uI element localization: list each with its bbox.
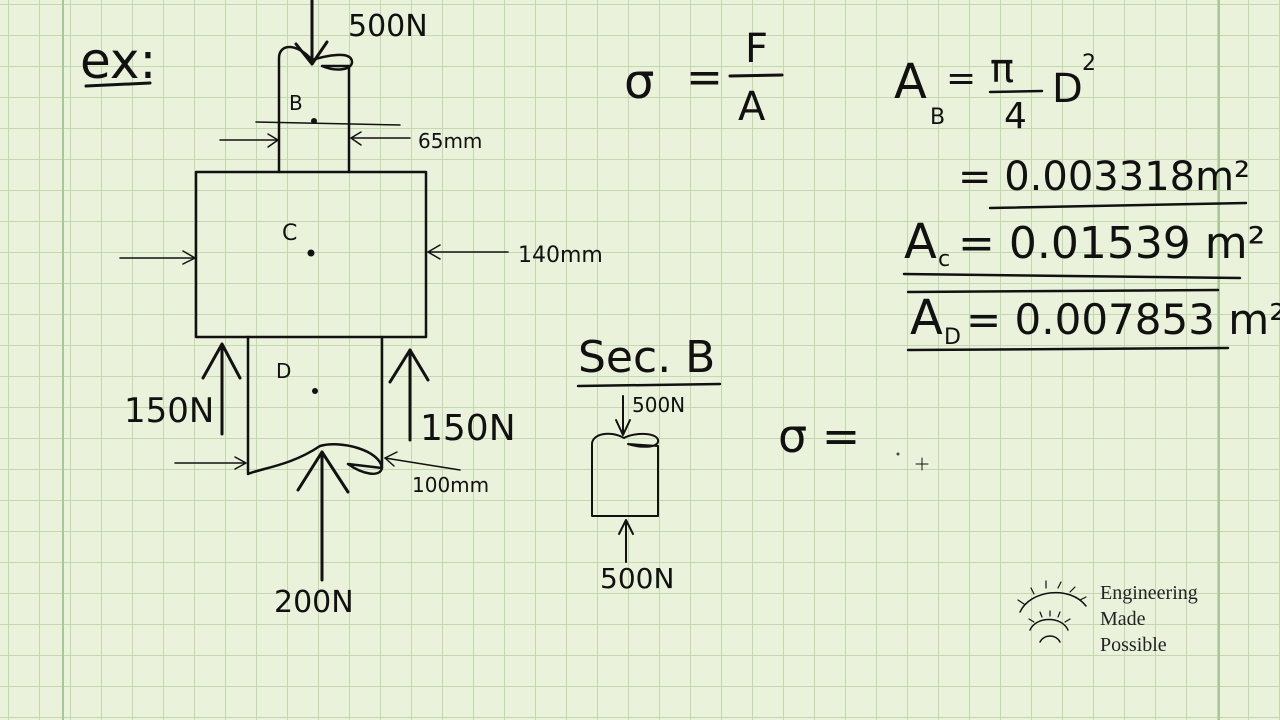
section-b-bottom-head: [618, 519, 634, 535]
area-b-equals: =: [946, 58, 976, 99]
area-b-value: = 0.003318m²: [958, 154, 1250, 200]
dim-c-right-head: [427, 244, 441, 260]
dim-d-right-arrow: [384, 457, 461, 471]
section-b-top-head: [615, 419, 631, 436]
section-b-top-load: 500N: [632, 393, 685, 417]
area-b-symbol: A: [894, 54, 927, 110]
dim-d-right-head: [384, 451, 398, 467]
area-c-underline: [902, 272, 1242, 280]
stress-fraction-bar: [728, 73, 784, 78]
area-d-underline: [906, 346, 1230, 352]
bottom-force-arrow-head: [296, 450, 350, 494]
top-load-label: 500N: [348, 9, 428, 44]
right-force-arrow-head: [388, 348, 430, 384]
dim-b-left-head: [267, 133, 279, 148]
section-b-bottom-load: 500N: [600, 562, 674, 595]
logo-line-3: Possible: [1100, 634, 1167, 656]
area-c-value: = 0.01539 m²: [958, 218, 1265, 269]
area-d-value: = 0.007853 m²: [966, 295, 1280, 344]
area-b-d: D: [1052, 66, 1083, 112]
example-label: ex:: [80, 32, 156, 90]
logo-line-2: Made: [1100, 608, 1146, 630]
bottom-force-label: 200N: [274, 585, 354, 620]
section-d-label: D: [276, 359, 291, 383]
area-c-sub: c: [938, 247, 950, 272]
section-b-outline: [277, 45, 354, 174]
right-force-label: 150N: [420, 408, 516, 449]
area-b-fraction-bar: [988, 89, 1044, 94]
area-b-pi: π: [990, 46, 1014, 92]
section-b-label: B: [289, 91, 303, 115]
gear-logo-icon: [1017, 580, 1087, 643]
section-c-label: C: [282, 221, 297, 246]
area-b-squared: 2: [1082, 51, 1096, 76]
stress-equals: =: [686, 52, 723, 103]
section-b-title: Sec. B: [578, 332, 715, 383]
left-force-arrow-head: [201, 342, 242, 380]
dim-b-label: 65mm: [418, 129, 482, 153]
section-d-outline: [246, 335, 384, 476]
pen-dot: [896, 452, 900, 456]
stress-sigma: σ: [624, 54, 654, 110]
dim-d-label: 100mm: [412, 473, 489, 497]
sigma-partial: σ =: [778, 409, 860, 463]
example-underline: [84, 81, 152, 88]
dim-c-left-head: [182, 250, 196, 265]
area-c-symbol: A: [904, 214, 937, 270]
logo-wordmark: Engineering Made Possible: [1100, 580, 1198, 658]
section-b-dim-line: [255, 121, 401, 126]
stress-denominator: A: [738, 84, 766, 130]
section-b-sub-outline: [591, 432, 659, 517]
area-d-topline: [906, 288, 1220, 294]
section-b-title-underline: [576, 382, 722, 388]
cursor-crosshair-icon: [915, 457, 929, 471]
dim-b-right-head: [350, 131, 362, 146]
stress-numerator: F: [745, 26, 768, 72]
section-c-outline: [194, 170, 428, 339]
area-b-sub: B: [930, 105, 945, 130]
top-load-arrow-head: [294, 40, 329, 66]
section-c-centroid: [307, 249, 315, 257]
dim-d-left-head: [234, 456, 247, 470]
area-b-four: 4: [1004, 96, 1027, 137]
area-b-underline: [988, 201, 1248, 210]
dim-c-label: 140mm: [518, 243, 603, 268]
area-d-sub: D: [944, 325, 961, 350]
left-margin-line: [62, 0, 64, 720]
logo-line-1: Engineering: [1100, 582, 1198, 604]
section-d-centroid: [312, 388, 318, 394]
area-d-symbol: A: [910, 290, 943, 346]
left-force-label: 150N: [124, 391, 214, 431]
right-margin-line: [1218, 0, 1220, 720]
